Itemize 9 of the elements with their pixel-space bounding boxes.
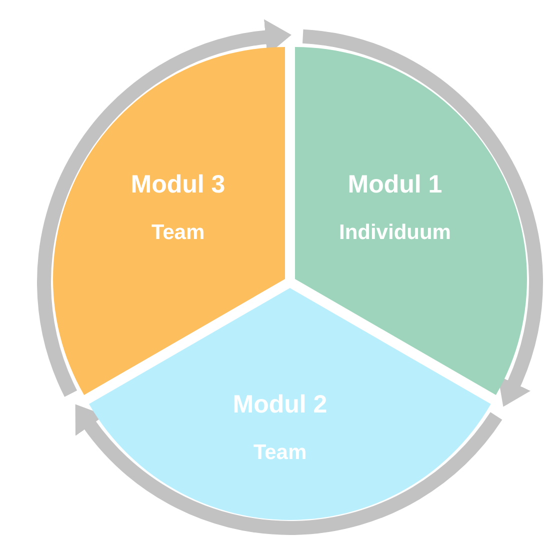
curved-arrow [74,405,502,535]
curved-arrow [302,29,543,408]
module-title: Modul 1 [348,170,442,200]
module-title: Modul 3 [130,170,226,200]
module-title: Modul 2 [232,390,328,420]
module-subtitle: Individuum [338,221,451,245]
curved-arrow [37,20,292,396]
module-subtitle: Team [253,441,307,465]
module-subtitle: Team [151,221,205,245]
